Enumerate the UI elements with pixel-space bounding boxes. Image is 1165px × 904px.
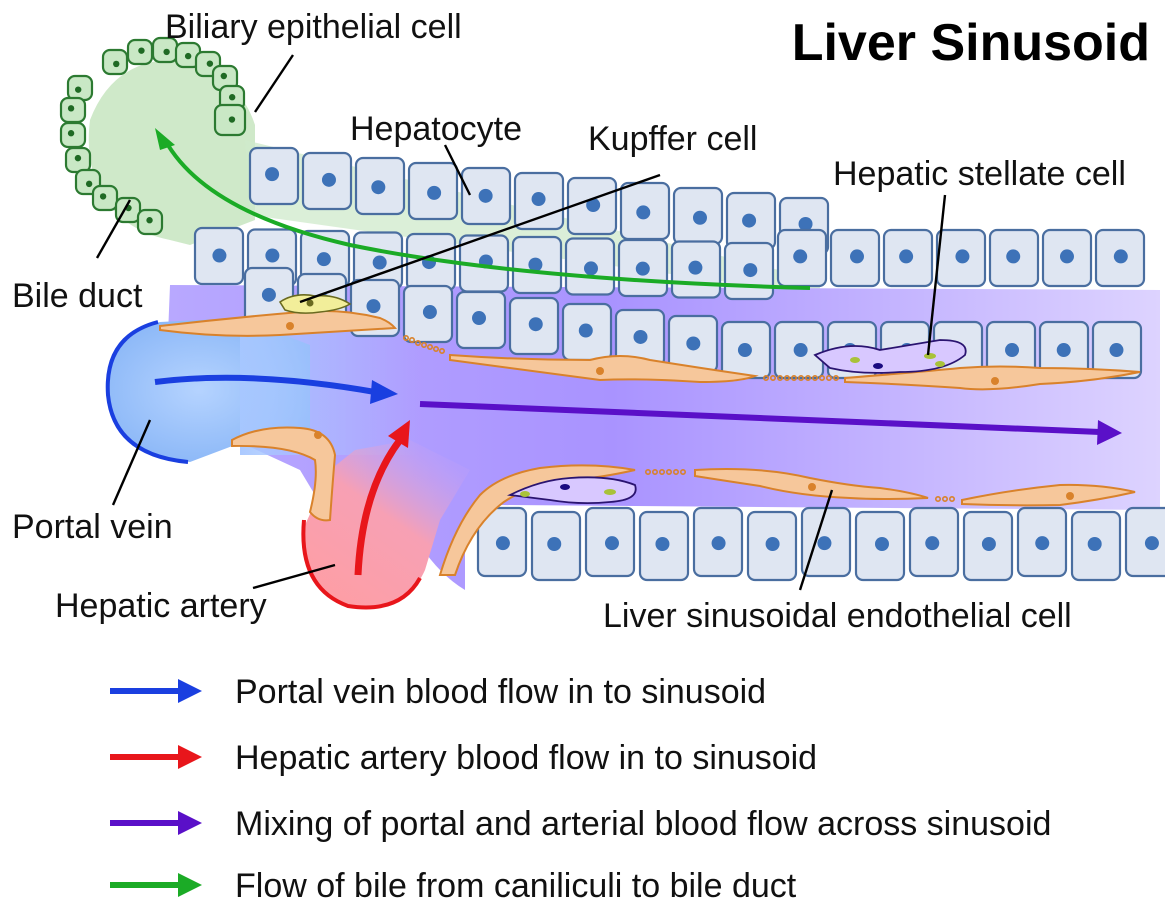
endothelial-cell bbox=[232, 428, 335, 521]
hepatocyte-nucleus bbox=[371, 180, 385, 194]
hepatocyte-nucleus bbox=[982, 537, 996, 551]
hepatocyte-nucleus bbox=[875, 537, 889, 551]
hepatocyte-nucleus bbox=[262, 288, 276, 302]
arrow-icon bbox=[178, 811, 202, 835]
biliary-epithelial-cell-nucleus bbox=[75, 155, 81, 161]
biliary-epithelial-cell-nucleus bbox=[229, 116, 235, 122]
hepatocyte-nucleus bbox=[366, 299, 380, 313]
biliary-epithelial-cell-nucleus bbox=[207, 60, 213, 66]
label-portal-vein: Portal vein bbox=[12, 508, 173, 546]
hepatocyte-nucleus bbox=[743, 263, 757, 277]
hepatocyte-nucleus bbox=[1114, 249, 1128, 263]
page-title: Liver Sinusoid bbox=[792, 14, 1150, 72]
label-liver-sinusoidal-endothelial-cell: Liver sinusoidal endothelial cell bbox=[603, 597, 1072, 635]
endothelial-nucleus bbox=[1066, 492, 1074, 500]
hepatocyte-nucleus bbox=[1035, 536, 1049, 550]
hepatocyte-nucleus bbox=[693, 211, 707, 225]
biliary-epithelial-cell-nucleus bbox=[75, 86, 81, 92]
hepatocyte-nucleus bbox=[738, 343, 752, 357]
hepatocyte-nucleus bbox=[742, 214, 756, 228]
hepatocyte-nucleus bbox=[423, 305, 437, 319]
leader-biliary-epithelial bbox=[255, 55, 293, 112]
hepatocyte-nucleus bbox=[636, 205, 650, 219]
legend-text: Portal vein blood flow in to sinusoid bbox=[235, 673, 766, 711]
label-hepatic-stellate-cell: Hepatic stellate cell bbox=[833, 155, 1126, 193]
label-bile-duct: Bile duct bbox=[12, 277, 143, 315]
hepatocyte-nucleus bbox=[1109, 343, 1123, 357]
endothelial-nucleus bbox=[286, 322, 294, 330]
hepatocyte-nucleus bbox=[899, 249, 913, 263]
label-kupffer-cell: Kupffer cell bbox=[588, 120, 757, 158]
label-biliary-epithelial-cell: Biliary epithelial cell bbox=[165, 8, 462, 46]
hepatocyte-nucleus bbox=[1005, 343, 1019, 357]
hepatocyte-nucleus bbox=[636, 262, 650, 276]
endothelial-nucleus bbox=[808, 483, 816, 491]
arrow-icon bbox=[178, 745, 202, 769]
biliary-epithelial-cell-nucleus bbox=[138, 47, 144, 53]
arrow-icon bbox=[178, 873, 202, 897]
legend-item: Mixing of portal and arterial blood flow… bbox=[110, 805, 1051, 843]
hepatocyte-nucleus bbox=[373, 255, 387, 269]
hepatocyte-nucleus bbox=[584, 261, 598, 275]
hepatocyte-row-lower bbox=[478, 508, 1165, 580]
hepatocyte-nucleus bbox=[793, 249, 807, 263]
biliary-epithelial-cell-nucleus bbox=[86, 181, 92, 187]
hepatocyte-nucleus bbox=[1060, 249, 1074, 263]
biliary-epithelial-cell-nucleus bbox=[68, 105, 74, 111]
hepatocyte-nucleus bbox=[850, 249, 864, 263]
legend-item: Portal vein blood flow in to sinusoid bbox=[110, 673, 766, 711]
hepatocyte-nucleus bbox=[479, 189, 493, 203]
biliary-epithelial-cell-nucleus bbox=[229, 94, 235, 100]
legend-text: Mixing of portal and arterial blood flow… bbox=[235, 805, 1051, 843]
arrow-icon bbox=[178, 679, 202, 703]
hepatocyte-nucleus bbox=[1057, 343, 1071, 357]
legend-text: Hepatic artery blood flow in to sinusoid bbox=[235, 739, 817, 777]
label-hepatic-artery: Hepatic artery bbox=[55, 587, 267, 625]
hepatocyte-nucleus bbox=[1088, 537, 1102, 551]
hepatocyte-nucleus bbox=[496, 536, 510, 550]
endothelial-nucleus bbox=[596, 367, 604, 375]
biliary-epithelial-cell-nucleus bbox=[100, 193, 106, 199]
hepatocyte-nucleus bbox=[794, 343, 808, 357]
hepatocyte-nucleus bbox=[265, 249, 279, 263]
hepatocyte-nucleus bbox=[547, 537, 561, 551]
hepatocyte-nucleus bbox=[655, 537, 669, 551]
legend-text: Flow of bile from caniliculi to bile duc… bbox=[235, 867, 797, 904]
hepatocyte-nucleus bbox=[1006, 249, 1020, 263]
endothelial-nucleus bbox=[991, 377, 999, 385]
legend: Portal vein blood flow in to sinusoid He… bbox=[110, 673, 1051, 904]
hepatocyte-nucleus bbox=[579, 324, 593, 338]
endothelial-nucleus bbox=[314, 431, 322, 439]
biliary-epithelial-cell-nucleus bbox=[185, 53, 191, 59]
biliary-epithelial-cell-nucleus bbox=[146, 217, 152, 223]
hepatocyte-nucleus bbox=[686, 336, 700, 350]
hepatocyte-nucleus bbox=[925, 536, 939, 550]
biliary-epithelial-cell-nucleus bbox=[221, 73, 227, 79]
hepatocyte-nucleus bbox=[817, 536, 831, 550]
hepatocyte-nucleus bbox=[712, 536, 726, 550]
hepatocyte-nucleus bbox=[766, 537, 780, 551]
biliary-epithelial-cell-nucleus bbox=[113, 61, 119, 67]
hepatocyte-nucleus bbox=[633, 330, 647, 344]
legend-item: Hepatic artery blood flow in to sinusoid bbox=[110, 739, 817, 777]
hepatocyte-nucleus bbox=[427, 186, 441, 200]
legend-item: Flow of bile from caniliculi to bile duc… bbox=[110, 867, 797, 904]
hepatocyte-nucleus bbox=[322, 173, 336, 187]
hepatocyte-nucleus bbox=[532, 192, 546, 206]
hepatocyte-nucleus bbox=[605, 536, 619, 550]
hepatocyte-nucleus bbox=[317, 252, 331, 266]
biliary-epithelial-cell-nucleus bbox=[163, 49, 169, 55]
hepatocyte-nucleus bbox=[955, 249, 969, 263]
hepatocyte-nucleus bbox=[529, 317, 543, 331]
biliary-epithelial-cell-nucleus bbox=[68, 130, 74, 136]
hepatocyte-nucleus bbox=[1145, 536, 1159, 550]
label-hepatocyte: Hepatocyte bbox=[350, 110, 522, 148]
hepatocyte-nucleus bbox=[265, 167, 279, 181]
hepatocyte-nucleus bbox=[472, 311, 486, 325]
hepatocyte-nucleus bbox=[688, 261, 702, 275]
hepatocyte-nucleus bbox=[212, 249, 226, 263]
